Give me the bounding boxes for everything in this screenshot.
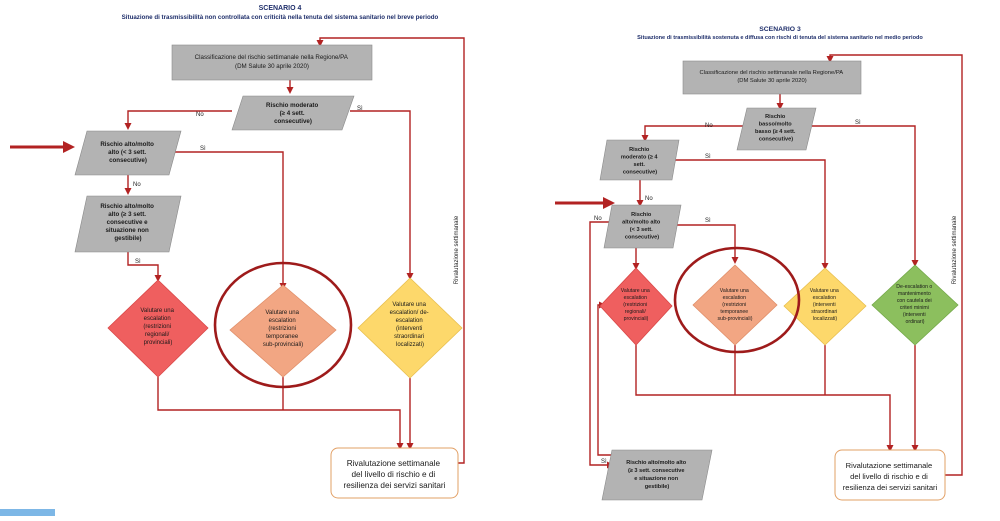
risk-moderate-box	[599, 139, 680, 181]
edge-label-si: Sì	[855, 120, 861, 126]
connector	[316, 37, 465, 464]
scenario-3-title: SCENARIO 3	[759, 26, 801, 33]
connector	[641, 125, 745, 142]
scenario-3-panel: SCENARIO 3 Situazione di trasmissibilità…	[555, 26, 963, 501]
risk-moderate-text: Rischio moderato (≥ 4 sett. consecutive)	[621, 147, 659, 176]
connector	[812, 125, 919, 267]
edge-label-si: Sì	[705, 154, 711, 160]
diamond-escalation-localized-text: Valutare una escalation (interventi stra…	[810, 288, 841, 322]
edge-label-si: Sì	[135, 259, 141, 265]
reassessment-text: Rivalutazione settimanale del livello di…	[843, 461, 938, 492]
connector	[157, 377, 404, 450]
risk-low-box	[736, 107, 817, 151]
risk-high-box	[74, 130, 182, 176]
edge-label-no: No	[196, 112, 204, 118]
risk-high-unmanageable-text: Rischio alto/molto alto (≥ 3 sett. conse…	[626, 460, 688, 490]
scenario-4-panel: SCENARIO 4 Situazione di trasmissibilità…	[10, 5, 465, 499]
side-label: Rivalutazione settimanale	[454, 215, 460, 284]
scenario-4-connectors	[10, 37, 465, 464]
connector	[826, 54, 963, 476]
classification-text: Classificazione del rischio settimanale …	[195, 54, 350, 70]
risk-high-unmanageable-box	[601, 449, 713, 501]
risk-moderate-text: Rischio moderato (≥ 4 sett. consecutive)	[266, 102, 320, 125]
scenario-3-subtitle: Situazione di trasmissibilità sostenuta …	[637, 35, 923, 41]
connector	[635, 345, 894, 452]
edge-label-si: Sì	[705, 218, 711, 224]
diamond-escalation-subprovincial-text: Valutare una escalation (restrizioni tem…	[263, 310, 303, 348]
reassessment-box	[834, 449, 946, 501]
connector	[170, 151, 287, 290]
edge-label-si: Sì	[601, 459, 607, 465]
connector	[127, 252, 162, 282]
edge-label-no: No	[133, 182, 141, 188]
diamond-deescalation	[871, 264, 959, 346]
side-label: Rivalutazione settimanale	[952, 215, 958, 284]
classification-text: Classificazione del rischio settimanale …	[700, 70, 845, 84]
scenario-4-title: SCENARIO 4	[259, 5, 302, 12]
classification-box	[171, 44, 373, 81]
diamond-escalation-regional-text: Valutare una escalation (restrizioni reg…	[140, 308, 175, 346]
connector	[350, 110, 414, 280]
edge-label-si: Sì	[200, 146, 206, 152]
risk-moderate-box	[231, 95, 355, 131]
diamond-escalation-deescalation	[357, 277, 463, 379]
connector	[675, 159, 829, 270]
risk-low-text: Rischio basso/molto basso (≥ 4 sett. con…	[755, 114, 797, 143]
diamond-escalation-regional	[599, 267, 673, 346]
diamond-escalation-regional	[107, 279, 209, 378]
connector	[675, 224, 739, 264]
connector	[589, 221, 615, 469]
edge-label-si: Sì	[357, 106, 363, 112]
classification-box	[682, 60, 862, 95]
reassessment-box	[330, 447, 459, 499]
risk-high-unmanageable-text: Rischio alto/molto alto (≥ 3 sett. conse…	[100, 203, 155, 242]
risk-high-text: Rischio alto/molto alto (< 3 sett. conse…	[622, 212, 662, 241]
diamond-escalation-subprovincial	[692, 264, 778, 346]
edge-label-no: No	[705, 123, 713, 129]
edge-label-no: No	[645, 196, 653, 202]
connector	[597, 301, 612, 456]
edge-label-no: No	[594, 216, 602, 222]
diamond-escalation-deescalation-text: Valutare una escalation/ de- escalation …	[390, 302, 431, 348]
bottom-accent-bar	[0, 509, 55, 516]
risk-high-box	[603, 204, 682, 249]
reassessment-text: Rivalutazione settimanale del livello di…	[344, 459, 446, 490]
risk-high-unmanageable-box	[74, 195, 182, 253]
scenario-4-subtitle: Situazione di trasmissibilità non contro…	[122, 14, 439, 21]
connector	[124, 110, 232, 130]
diamond-escalation-subprovincial-text: Valutare una escalation (restrizioni tem…	[718, 288, 753, 322]
highlight-circle	[213, 261, 353, 389]
diamond-escalation-regional-text: Valutare una escalation (restrizioni reg…	[621, 288, 652, 322]
diamond-deescalation-text: De-escalation o mantenimento con cautela…	[896, 284, 934, 325]
diamond-escalation-subprovincial	[229, 284, 337, 378]
risk-high-text: Rischio alto/molto alto (< 3 sett. conse…	[100, 141, 155, 164]
highlight-circle	[673, 246, 801, 354]
